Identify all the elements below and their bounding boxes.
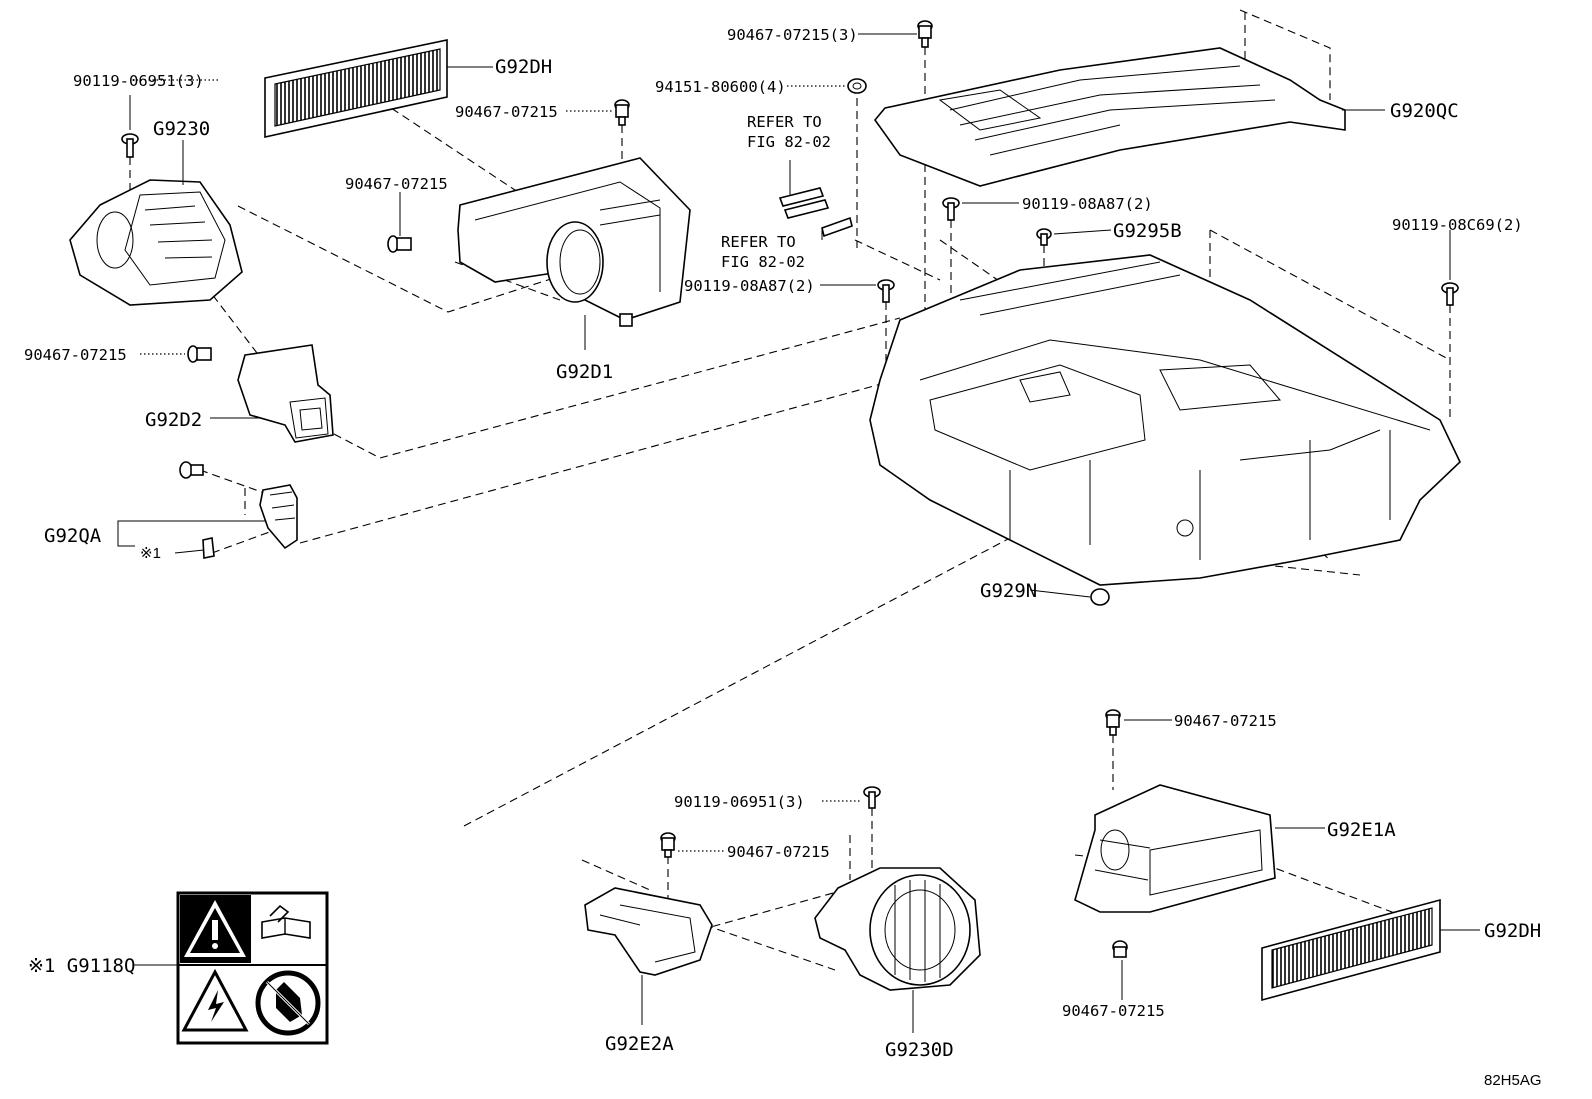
label-note-1: ※1 <box>140 545 161 562</box>
label-g92d2: G92D2 <box>145 409 202 431</box>
leader-lines <box>117 33 1480 1033</box>
label-g92qa: G92QA <box>44 525 102 547</box>
clip-icon <box>917 20 933 48</box>
connector-icon <box>778 187 853 238</box>
duct-small-part <box>237 344 334 443</box>
label-refer-to-2: REFER TO <box>721 233 796 251</box>
clip-icon <box>614 99 630 126</box>
bracket-part <box>202 484 298 559</box>
duct-top-part <box>457 157 691 327</box>
label-g92d1: G92D1 <box>556 361 613 383</box>
label-g9230d: G9230D <box>885 1039 954 1061</box>
label-refer-to-1: REFER TO <box>747 113 822 131</box>
label-90467-07215-f: 90467-07215 <box>1062 1002 1165 1020</box>
label-g92dh-top: G92DH <box>495 56 552 78</box>
label-90467-07215-b: 90467-07215 <box>345 175 448 193</box>
grommet-part <box>1090 588 1110 606</box>
label-90467-07215-d: 90467-07215 <box>1174 712 1277 730</box>
blower-fan-bottom-part <box>814 867 981 991</box>
top-cover-part <box>873 47 1346 187</box>
bolt-icon <box>863 786 881 809</box>
label-g9295b: G9295B <box>1113 220 1182 242</box>
label-g9118q: ※1 G9118Q <box>28 955 135 977</box>
blower-fan-top-part <box>69 179 243 306</box>
label-g929n: G929N <box>980 580 1037 602</box>
label-90467-07215-3: 90467-07215(3) <box>727 26 858 44</box>
clip-icon <box>179 461 204 479</box>
clip-icon <box>1036 228 1052 246</box>
label-fig-82-02-2: FIG 82-02 <box>721 253 805 271</box>
warning-icon <box>184 900 246 957</box>
callout-labels: G92DH 90119-06951(3) G9230 90467-07215 9… <box>24 26 1542 1089</box>
clip-icon <box>1112 940 1128 958</box>
clip-icon <box>387 235 412 253</box>
figure-code: 82H5AG <box>1484 1072 1542 1089</box>
label-90119-08c69: 90119-08C69(2) <box>1392 216 1523 234</box>
bolt-icon <box>942 197 960 221</box>
label-90467-07215-c: 90467-07215 <box>24 346 127 364</box>
label-94151-80600: 94151-80600(4) <box>655 78 786 96</box>
label-fig-82-02-1: FIG 82-02 <box>747 133 831 151</box>
manual-icon <box>261 904 311 939</box>
bolt-icon <box>121 133 139 158</box>
label-90467-07215-e: 90467-07215 <box>727 843 830 861</box>
filter-top-part <box>264 39 448 138</box>
label-g920qc: G920QC <box>1390 100 1459 122</box>
filter-bottom-part <box>1261 898 1441 1002</box>
label-90467-07215-a: 90467-07215 <box>455 103 558 121</box>
label-g92e1a: G92E1A <box>1327 819 1396 841</box>
duct-bottom-part <box>1074 784 1276 913</box>
label-g92dh-bottom: G92DH <box>1484 920 1541 942</box>
label-g9230: G9230 <box>153 118 210 140</box>
high-voltage-icon <box>181 968 249 1032</box>
label-90119-08a87-a: 90119-08A87(2) <box>1022 195 1153 213</box>
nut-icon <box>847 78 867 94</box>
duct-lower-part <box>584 887 713 976</box>
label-90119-08a87-b: 90119-08A87(2) <box>684 277 815 295</box>
clip-icon <box>187 345 212 363</box>
label-90119-06951-bottom: 90119-06951(3) <box>674 793 805 811</box>
bolt-icon <box>877 279 895 303</box>
bolt-icon <box>1441 282 1459 306</box>
no-touch-icon <box>255 970 321 1036</box>
battery-tray-part <box>869 254 1461 586</box>
label-90119-06951-top: 90119-06951(3) <box>73 72 204 90</box>
clip-icon <box>660 832 676 858</box>
clip-icon <box>1105 709 1121 736</box>
warning-label <box>176 891 329 1045</box>
label-g92e2a: G92E2A <box>605 1033 674 1055</box>
